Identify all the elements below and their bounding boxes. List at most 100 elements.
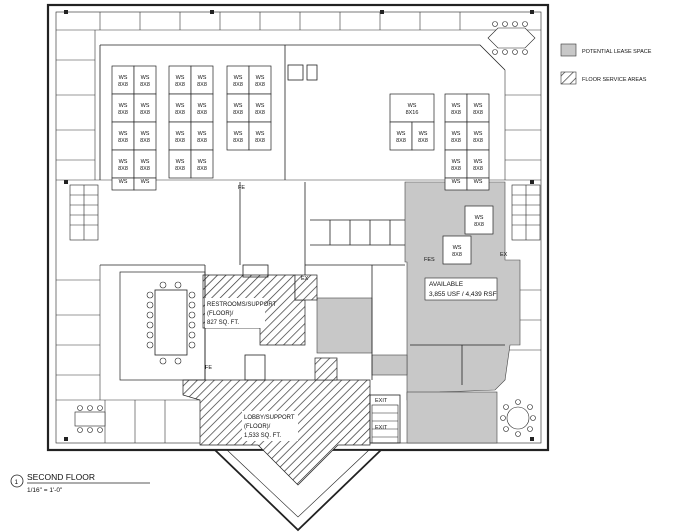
- workstation-label: WS: [176, 103, 185, 109]
- workstation-size: 8X8: [140, 110, 150, 116]
- legend-swatch-lease: [560, 43, 577, 57]
- title-name: SECOND FLOOR: [27, 472, 95, 482]
- workstation-31: WS: [466, 177, 490, 191]
- workstation-label: WS: [452, 103, 461, 109]
- workstation-size: 8X8: [396, 138, 406, 144]
- workstation-label: WS: [474, 103, 483, 109]
- round-table-southeast: [500, 399, 536, 437]
- workstation-label: WS: [474, 159, 483, 165]
- drawing-title: 1 SECOND FLOOR 1/16" = 1'-0": [10, 472, 150, 494]
- workstation-size: 8X8: [175, 110, 185, 116]
- workstation-size: 8X8: [197, 82, 207, 88]
- workstation-label: WS: [119, 131, 128, 137]
- workstation-size: 8X8: [452, 252, 462, 258]
- restrooms-label-line1: RESTROOMS/SUPPORT: [207, 302, 277, 308]
- workstation-label: WS: [176, 75, 185, 81]
- workstation-size: 8X8: [118, 138, 128, 144]
- legend: POTENTIAL LEASE SPACE FLOOR SERVICE AREA…: [560, 43, 652, 85]
- workstation-label: WS: [141, 131, 150, 137]
- title-scale: 1/16" = 1'-0": [27, 487, 63, 494]
- available-label: AVAILABLE 3,855 USF / 4,439 RSF: [424, 277, 498, 301]
- workstation-size: 8X8: [140, 166, 150, 172]
- workstation-label: WS: [256, 131, 265, 137]
- workstation-28: WS: [111, 177, 135, 191]
- workstation-label: WS: [141, 179, 150, 185]
- lobby-label-line2: (FLOOR)/: [244, 424, 271, 430]
- fe-tag-north: FE: [238, 185, 245, 191]
- workstation-30: WS: [444, 177, 468, 191]
- workstation-label: WS: [198, 75, 207, 81]
- available-label-line2: 3,855 USF / 4,439 RSF: [429, 291, 497, 298]
- workstation-label: WS: [234, 103, 243, 109]
- legend-label-service: FLOOR SERVICE AREAS: [582, 77, 647, 83]
- workstation-size: 8X8: [473, 110, 483, 116]
- lobby-label-line1: LOBBY/SUPPORT: [244, 415, 295, 421]
- workstation-label: WS: [474, 131, 483, 137]
- exit-tag-south: EXIT: [375, 398, 388, 404]
- legend-swatch-service: [560, 71, 577, 85]
- workstation-size: 8X8: [474, 222, 484, 228]
- workstation-size: 8X8: [255, 110, 265, 116]
- workstation-label: WS: [119, 75, 128, 81]
- stairs-east: [511, 184, 541, 241]
- workstation-size: 8X8: [451, 166, 461, 172]
- workstation-label: WS: [198, 131, 207, 137]
- workstation-label: WS: [198, 103, 207, 109]
- workstation-size: 8X8: [118, 82, 128, 88]
- workstation-size: 8X8: [255, 138, 265, 144]
- fe-tag-west: FE: [205, 365, 212, 371]
- exit-tag-east: EX: [500, 252, 508, 258]
- workstation-label: WS: [234, 75, 243, 81]
- workstation-size: 8X8: [197, 138, 207, 144]
- round-table-southwest: [74, 405, 106, 433]
- restrooms-label-line2: (FLOOR)/: [207, 311, 234, 317]
- workstation-label: WS: [256, 75, 265, 81]
- workstation-label: WS: [256, 103, 265, 109]
- workstation-label: WS: [475, 215, 484, 221]
- workstation-size: 8X8: [197, 166, 207, 172]
- workstation-label: WS: [119, 179, 128, 185]
- lobby-label-line3: 1,533 SQ. FT.: [244, 433, 281, 439]
- workstation-label: WS: [452, 159, 461, 165]
- lobby-label: LOBBY/SUPPORT (FLOOR)/ 1,533 SQ. FT.: [242, 411, 298, 441]
- workstation-size: 8X8: [451, 138, 461, 144]
- workstation-label: WS: [141, 103, 150, 109]
- workstation-size: 8X8: [175, 166, 185, 172]
- workstation-label: WS: [453, 245, 462, 251]
- stairs-west: [69, 184, 99, 241]
- legend-label-lease: POTENTIAL LEASE SPACE: [582, 49, 652, 55]
- workstation-size: 8X8: [473, 138, 483, 144]
- workstation-label: WS: [452, 131, 461, 137]
- title-number: 1: [15, 479, 19, 486]
- exit-tag-stair: EXIT: [375, 425, 388, 431]
- workstation-size: 8X16: [406, 110, 419, 116]
- workstation-size: 8X8: [197, 110, 207, 116]
- workstation-size: 8X8: [140, 138, 150, 144]
- workstation-label: WS: [419, 131, 428, 137]
- workstation-size: 8X8: [233, 138, 243, 144]
- workstation-label: WS: [452, 179, 461, 185]
